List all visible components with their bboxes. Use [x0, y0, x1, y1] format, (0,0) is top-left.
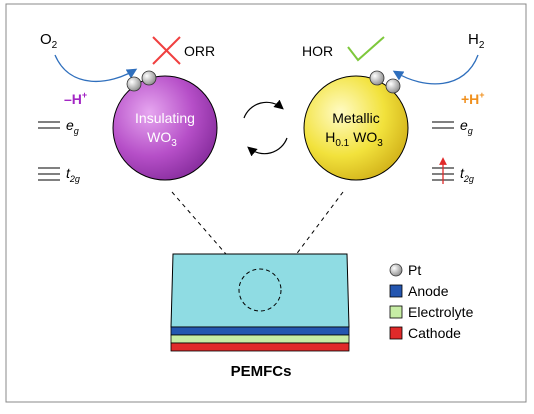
right-eg-levels — [432, 121, 454, 129]
pt-legend-icon — [389, 263, 403, 277]
right-t2g-label: t2g — [460, 165, 474, 184]
cathode-layer — [170, 342, 350, 352]
pt-particle-icon — [141, 70, 157, 86]
legend-item-anode: Anode — [389, 283, 449, 299]
o2-label: O2 — [40, 31, 58, 51]
insulating-label: Insulating — [135, 110, 195, 126]
pt-particle-icon — [126, 76, 142, 92]
hor-label: HOR — [302, 43, 333, 59]
h2-arrow — [392, 54, 479, 85]
h2-label: H2 — [468, 31, 485, 51]
pt-particle-icon — [385, 78, 401, 94]
electrode-surface — [170, 253, 350, 328]
left-eg-levels — [38, 121, 60, 129]
zoom-circle — [238, 268, 282, 312]
pemfc-title: PEMFCs — [231, 363, 292, 380]
figure-frame — [5, 3, 527, 403]
minus-proton-label: –H+ — [64, 90, 87, 107]
electrolyte-swatch — [389, 305, 403, 319]
zoom-line-right — [279, 191, 344, 277]
left-t2g-label: t2g — [66, 165, 80, 184]
legend: Pt Anode Electrolyte Cathode — [389, 262, 474, 341]
zoom-line-left — [171, 191, 246, 277]
legend-label-cathode: Cathode — [408, 325, 461, 341]
right-t2g-levels — [432, 157, 454, 184]
cathode-swatch — [389, 326, 403, 340]
orr-label: ORR — [184, 43, 215, 59]
h01wo3-label: H0.1 WO3 — [325, 129, 383, 149]
legend-item-cathode: Cathode — [389, 325, 461, 341]
plus-proton-label: +H+ — [461, 90, 485, 107]
anode-swatch — [389, 284, 403, 298]
left-eg-label: eg — [66, 117, 79, 136]
o2-arrow — [54, 54, 138, 83]
check-icon — [347, 36, 385, 62]
electrolyte-layer — [170, 334, 350, 344]
right-eg-label: eg — [460, 117, 473, 136]
legend-item-pt: Pt — [389, 262, 421, 278]
reversible-cycle-icon — [243, 99, 288, 157]
pt-particle-icon — [369, 70, 385, 86]
metallic-label: Metallic — [332, 110, 379, 126]
metallic-sphere — [303, 75, 409, 181]
left-t2g-levels — [38, 167, 60, 181]
legend-label-electrolyte: Electrolyte — [408, 304, 474, 320]
legend-item-electrolyte: Electrolyte — [389, 304, 474, 320]
cross-icon — [152, 36, 181, 65]
insulating-sphere — [112, 75, 218, 181]
legend-label-pt: Pt — [408, 262, 421, 278]
wo3-label-left: WO3 — [147, 129, 177, 149]
legend-label-anode: Anode — [408, 283, 449, 299]
anode-layer — [170, 326, 350, 336]
